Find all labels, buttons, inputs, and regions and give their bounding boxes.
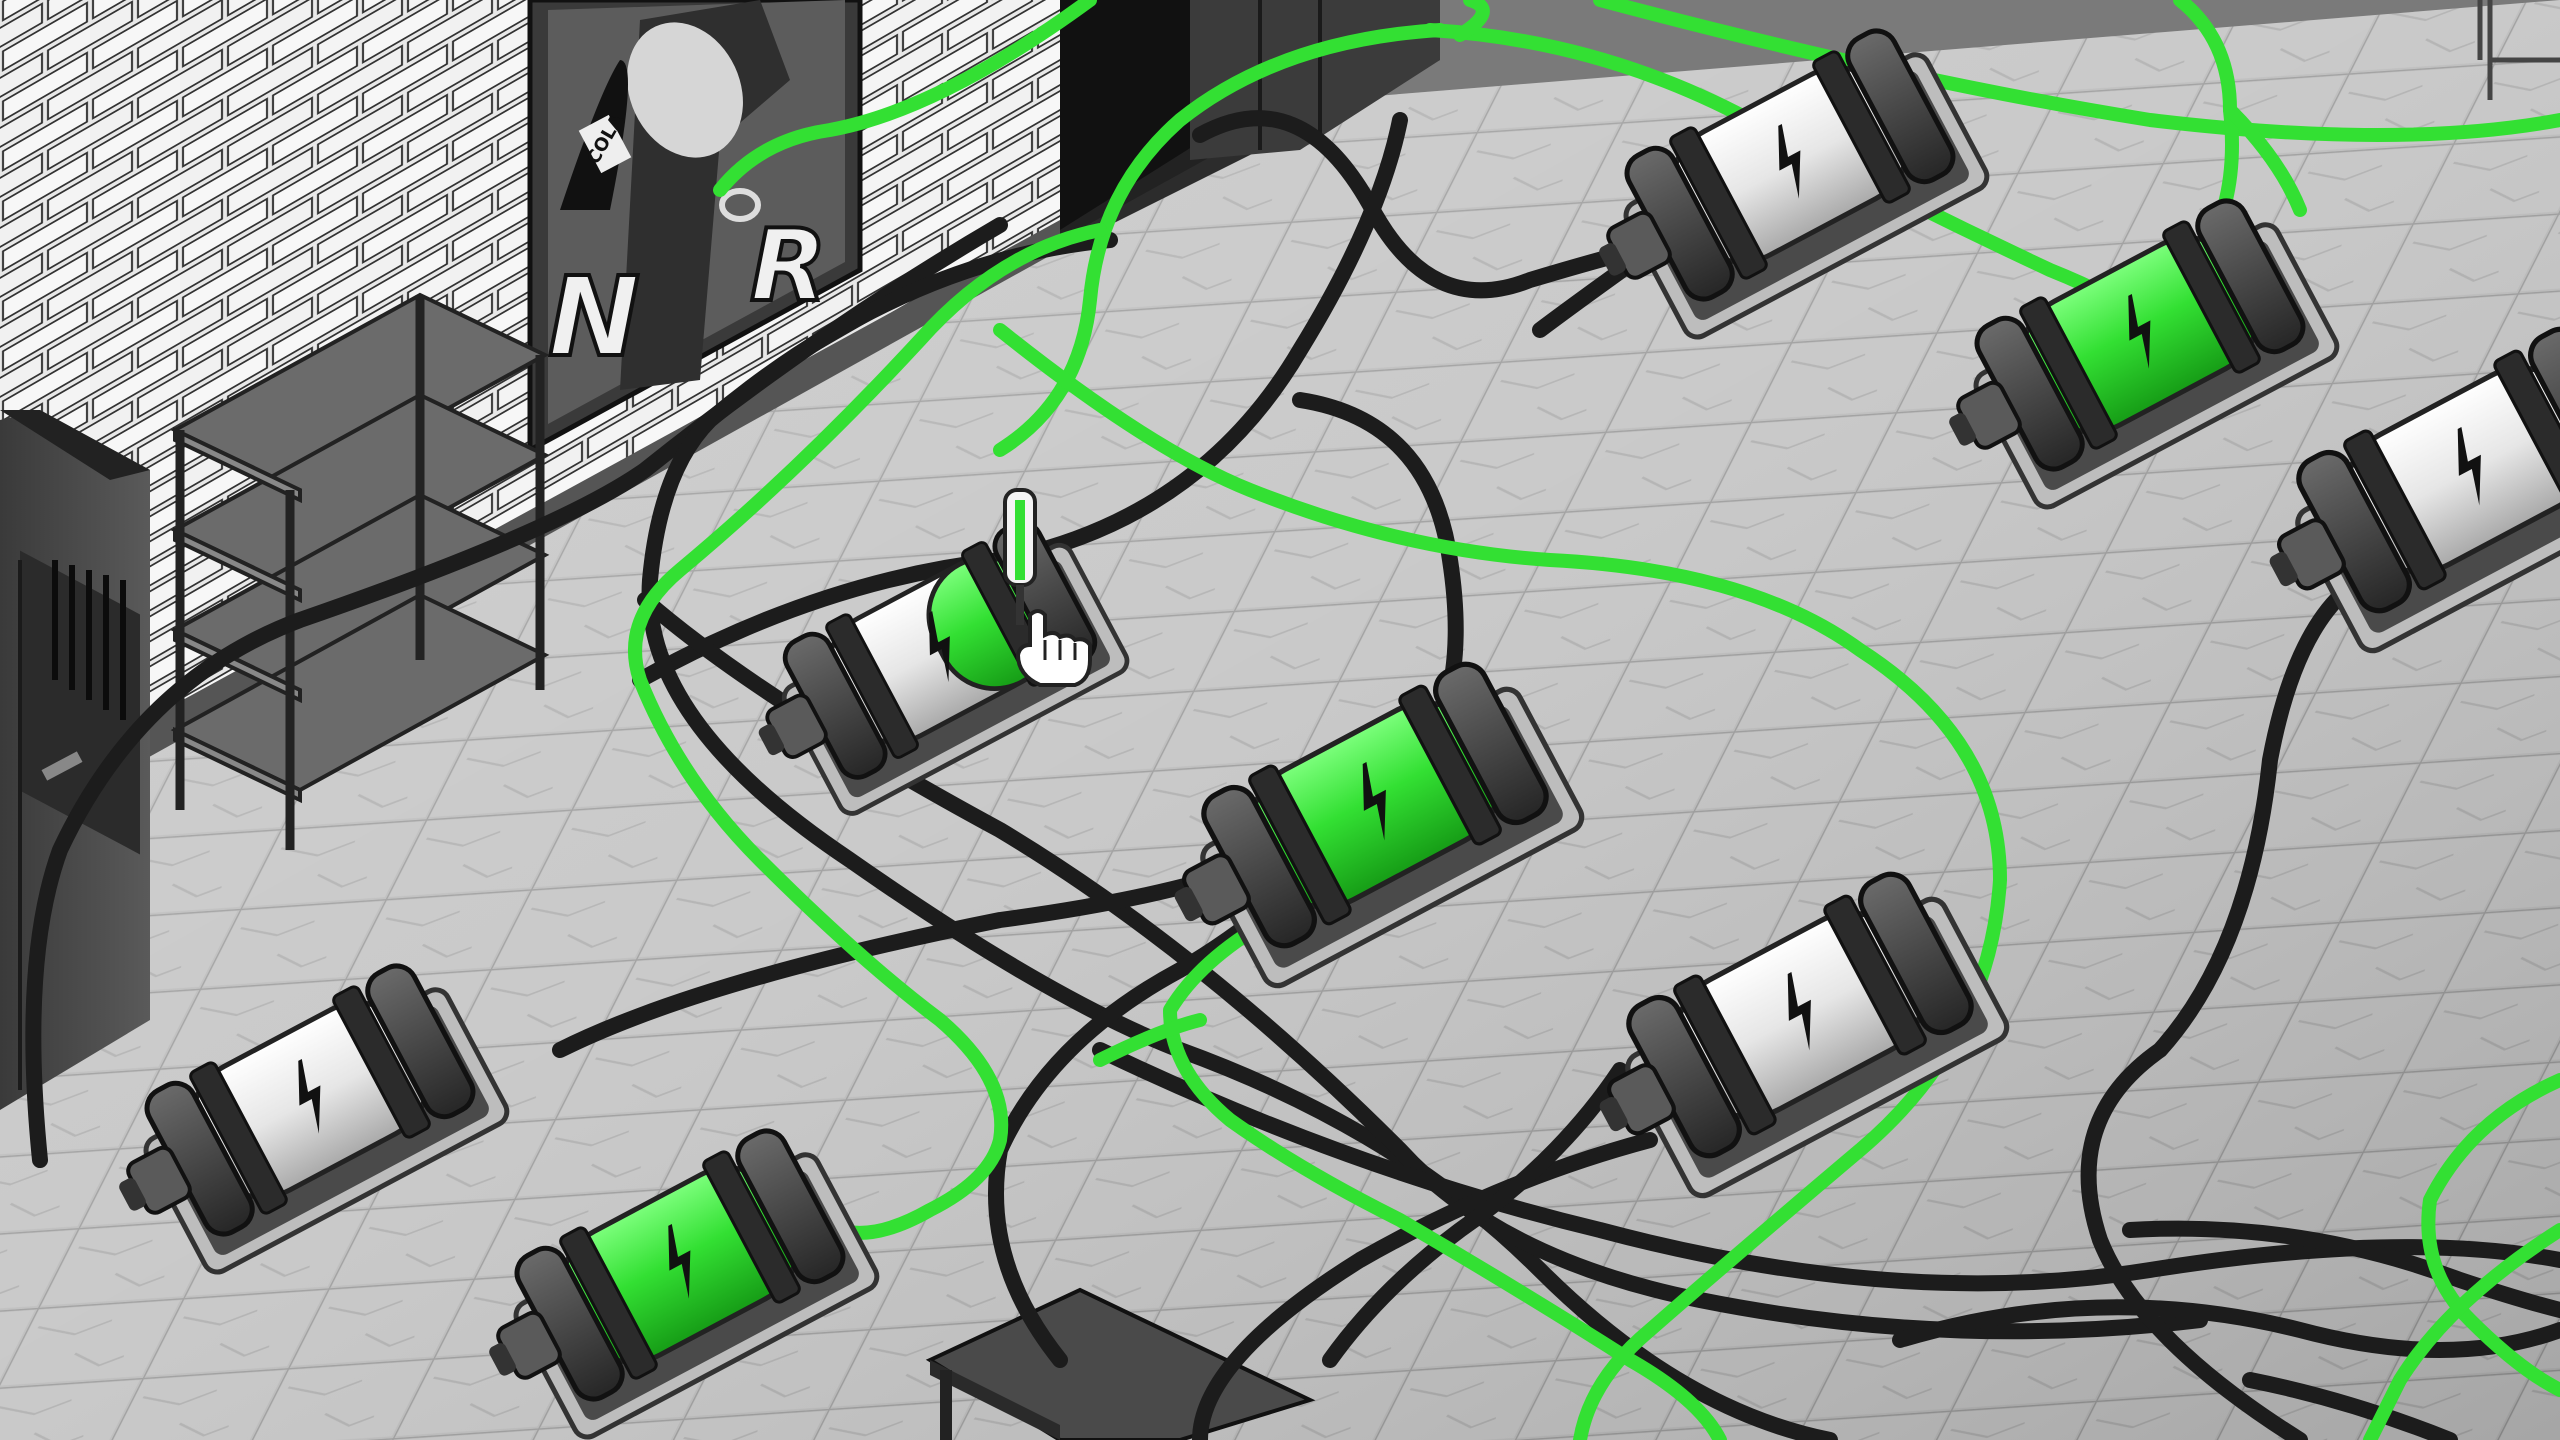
lightning-bolt-icon: [1362, 762, 1386, 841]
pointing-hand-icon: [1015, 609, 1092, 687]
lightning-bolt-icon: [928, 611, 950, 683]
battery-powered[interactable]: [457, 1115, 882, 1440]
locker: [0, 410, 150, 1110]
screwdriver-icon: [1003, 488, 1037, 625]
battery-unpowered[interactable]: [87, 950, 512, 1296]
lightning-bolt-icon: [2457, 427, 2481, 506]
lightning-bolt-icon: [1778, 124, 1801, 199]
lightning-bolt-icon: [1787, 972, 1811, 1051]
lightning-bolt-icon: [668, 1224, 691, 1299]
lightning-bolt-icon: [298, 1059, 321, 1134]
battery-grid: [87, 15, 2560, 1440]
battery-powered[interactable]: [1141, 647, 1587, 1010]
lightning-bolt-icon: [2128, 294, 2151, 369]
battery-unpowered[interactable]: [2236, 312, 2560, 675]
doorway: [1060, 0, 1195, 230]
battery-unpowered[interactable]: [1567, 15, 1992, 361]
battery-powered[interactable]: [1917, 185, 2342, 531]
poster-letter-n: N: [548, 253, 640, 381]
table-legs: [2477, 0, 2560, 100]
poster-letter-r: R: [750, 207, 827, 324]
cursor: [1003, 488, 1092, 687]
battery-unpowered[interactable]: [1566, 857, 2012, 1220]
poster: COLA N R: [527, 0, 863, 455]
